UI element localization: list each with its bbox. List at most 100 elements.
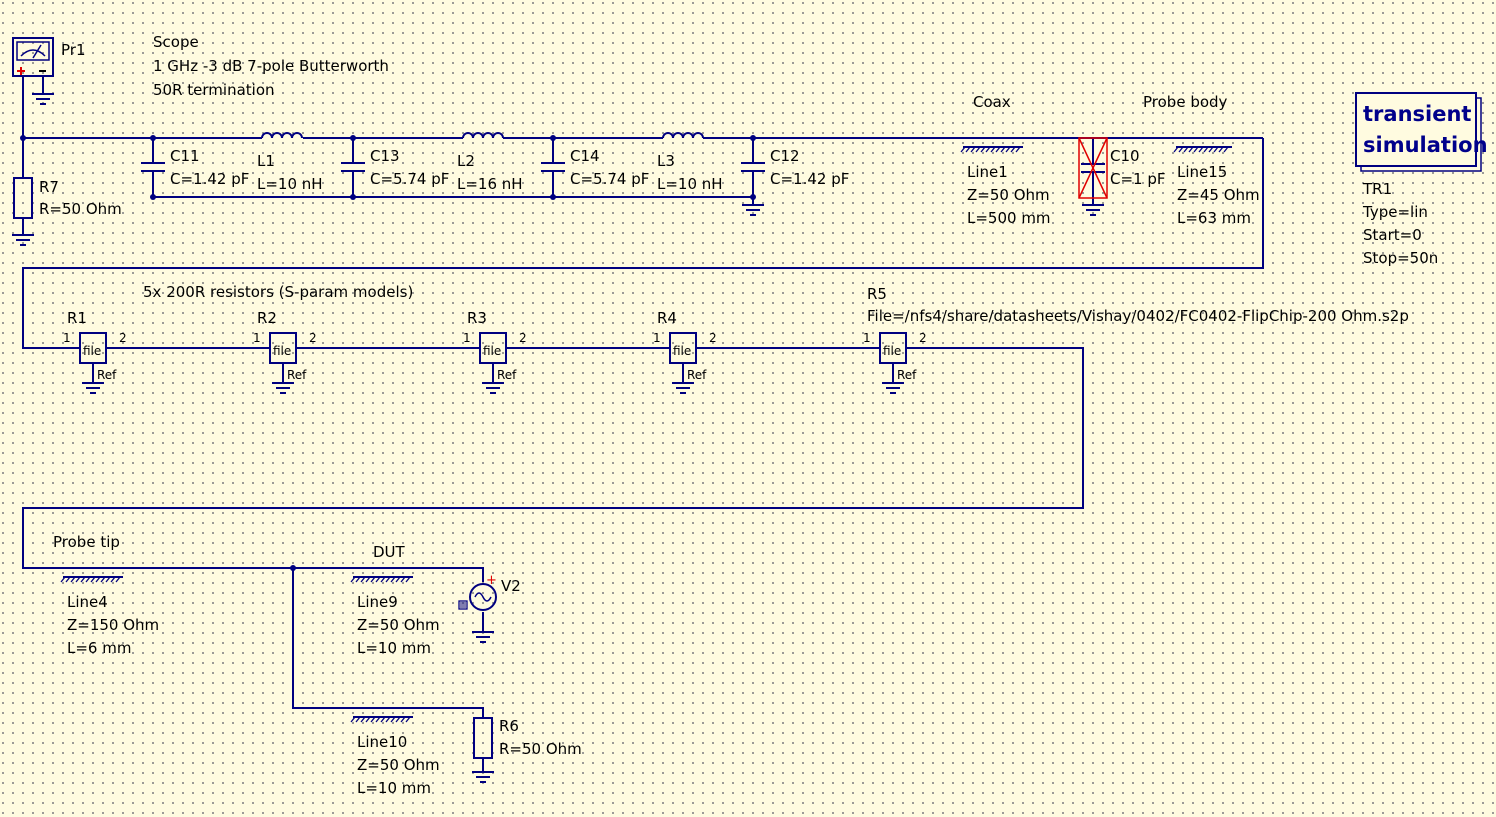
- v2-name: V2: [501, 577, 521, 595]
- r6-name: R6: [499, 717, 519, 735]
- tline-line10[interactable]: Line10 Z=50 Ohm L=10 mm: [350, 707, 440, 797]
- sparam-resistor-name: R5: [867, 285, 887, 303]
- tline-line9[interactable]: Line9 Z=50 Ohm L=10 mm: [350, 567, 440, 657]
- pin-1-label: 1: [863, 331, 871, 345]
- c10-value: C=1 pF: [1110, 170, 1166, 188]
- sim-start: Start=0: [1363, 226, 1422, 244]
- sim-name: TR1: [1362, 180, 1392, 198]
- ground-symbols: [12, 93, 1104, 783]
- c14-value: C=5.74 pF: [570, 170, 649, 188]
- voltage-source-v2[interactable]: + V2: [458, 573, 521, 611]
- capacitor-c14[interactable]: C14 C=5.74 pF: [541, 138, 649, 197]
- line15-z: Z=45 Ohm: [1177, 186, 1260, 204]
- line9-name: Line9: [357, 593, 398, 611]
- line15-l: L=63 mm: [1177, 209, 1251, 227]
- c12-value: C=1.42 pF: [770, 170, 849, 188]
- ground-icon: [472, 771, 494, 783]
- line9-z: Z=50 Ohm: [357, 616, 440, 634]
- c11-value: C=1.42 pF: [170, 170, 249, 188]
- ground-icon: [482, 382, 504, 394]
- file-label: file: [883, 344, 901, 358]
- r6-value: R=50 Ohm: [499, 740, 582, 758]
- c13-name: C13: [370, 147, 400, 165]
- c13-value: C=5.74 pF: [370, 170, 449, 188]
- ground-icon: [672, 382, 694, 394]
- c10-name: C10: [1110, 147, 1140, 165]
- probe-pr1[interactable]: Pr1: [12, 37, 86, 94]
- pin-2-label: 2: [919, 331, 927, 345]
- line10-z: Z=50 Ohm: [357, 756, 440, 774]
- capacitor-c11[interactable]: C11 C=1.42 pF: [141, 138, 249, 197]
- pin-2-label: 2: [709, 331, 717, 345]
- ref-label: Ref: [687, 368, 707, 382]
- inductor-l2[interactable]: L2 L=16 nH: [457, 132, 523, 193]
- tline-line1[interactable]: Line1 Z=50 Ohm L=500 mm: [960, 137, 1051, 227]
- l3-value: L=10 nH: [657, 175, 723, 193]
- capacitor-c10-disabled[interactable]: C10 C=1 pF: [1078, 137, 1166, 205]
- resistor-r7[interactable]: R7 R=50 Ohm: [13, 177, 122, 219]
- line15-name: Line15: [1177, 163, 1227, 181]
- sparam-resistor-name: R3: [467, 309, 487, 327]
- l1-value: L=10 nH: [257, 175, 323, 193]
- line4-z: Z=150 Ohm: [67, 616, 159, 634]
- file-label: file: [273, 344, 291, 358]
- resistors-note: 5x 200R resistors (S-param models): [143, 283, 413, 301]
- file-label: file: [83, 344, 101, 358]
- ground-icon: [82, 382, 104, 394]
- probe-name: Pr1: [61, 41, 86, 59]
- pin-1-label: 1: [463, 331, 471, 345]
- pin-1-label: 1: [253, 331, 261, 345]
- l1-name: L1: [257, 152, 275, 170]
- ref-label: Ref: [497, 368, 517, 382]
- capacitor-c13[interactable]: C13 C=5.74 pF: [341, 138, 449, 197]
- scope-title: Scope: [153, 33, 199, 51]
- ground-icon: [882, 382, 904, 394]
- pin-1-label: 1: [63, 331, 71, 345]
- scope-termination-text: 50R termination: [153, 81, 275, 99]
- resistor-r6[interactable]: R6 R=50 Ohm: [473, 717, 582, 759]
- inductor-l3[interactable]: L3 L=10 nH: [657, 132, 723, 193]
- c12-name: C12: [770, 147, 800, 165]
- line1-name: Line1: [967, 163, 1008, 181]
- wire-net: [22, 75, 1264, 772]
- pin-1-label: 1: [653, 331, 661, 345]
- pin-2-label: 2: [519, 331, 527, 345]
- c14-name: C14: [570, 147, 600, 165]
- probe-tip-label: Probe tip: [53, 533, 120, 551]
- sim-type: Type=lin: [1362, 203, 1428, 221]
- c11-name: C11: [170, 147, 200, 165]
- l3-name: L3: [657, 152, 675, 170]
- r7-name: R7: [39, 178, 59, 196]
- capacitor-c12[interactable]: C12 C=1.42 pF: [741, 138, 849, 197]
- coax-label: Coax: [973, 93, 1011, 111]
- line1-l: L=500 mm: [967, 209, 1051, 227]
- line1-z: Z=50 Ohm: [967, 186, 1050, 204]
- file-label: file: [483, 344, 501, 358]
- sparam-resistor-name: R1: [67, 309, 87, 327]
- pin-2-label: 2: [119, 331, 127, 345]
- ground-icon: [1082, 204, 1104, 216]
- tline-line15[interactable]: Line15 Z=45 Ohm L=63 mm: [1173, 137, 1260, 227]
- ref-label: Ref: [287, 368, 307, 382]
- sparam-resistor-name: R4: [657, 309, 677, 327]
- l2-value: L=16 nH: [457, 175, 523, 193]
- pin-2-label: 2: [309, 331, 317, 345]
- transient-simulation-block[interactable]: transient simulation TR1 Type=lin Start=…: [1355, 92, 1488, 267]
- ground-icon: [272, 382, 294, 394]
- l2-name: L2: [457, 152, 475, 170]
- sim-block-line2: simulation: [1363, 133, 1488, 157]
- ref-label: Ref: [97, 368, 117, 382]
- sim-block-line1: transient: [1363, 102, 1471, 126]
- line10-name: Line10: [357, 733, 407, 751]
- inductor-l1[interactable]: L1 L=10 nH: [257, 132, 323, 193]
- tline-line4[interactable]: Line4 Z=150 Ohm L=6 mm: [60, 567, 159, 657]
- ground-icon: [742, 204, 764, 216]
- line9-l: L=10 mm: [357, 639, 431, 657]
